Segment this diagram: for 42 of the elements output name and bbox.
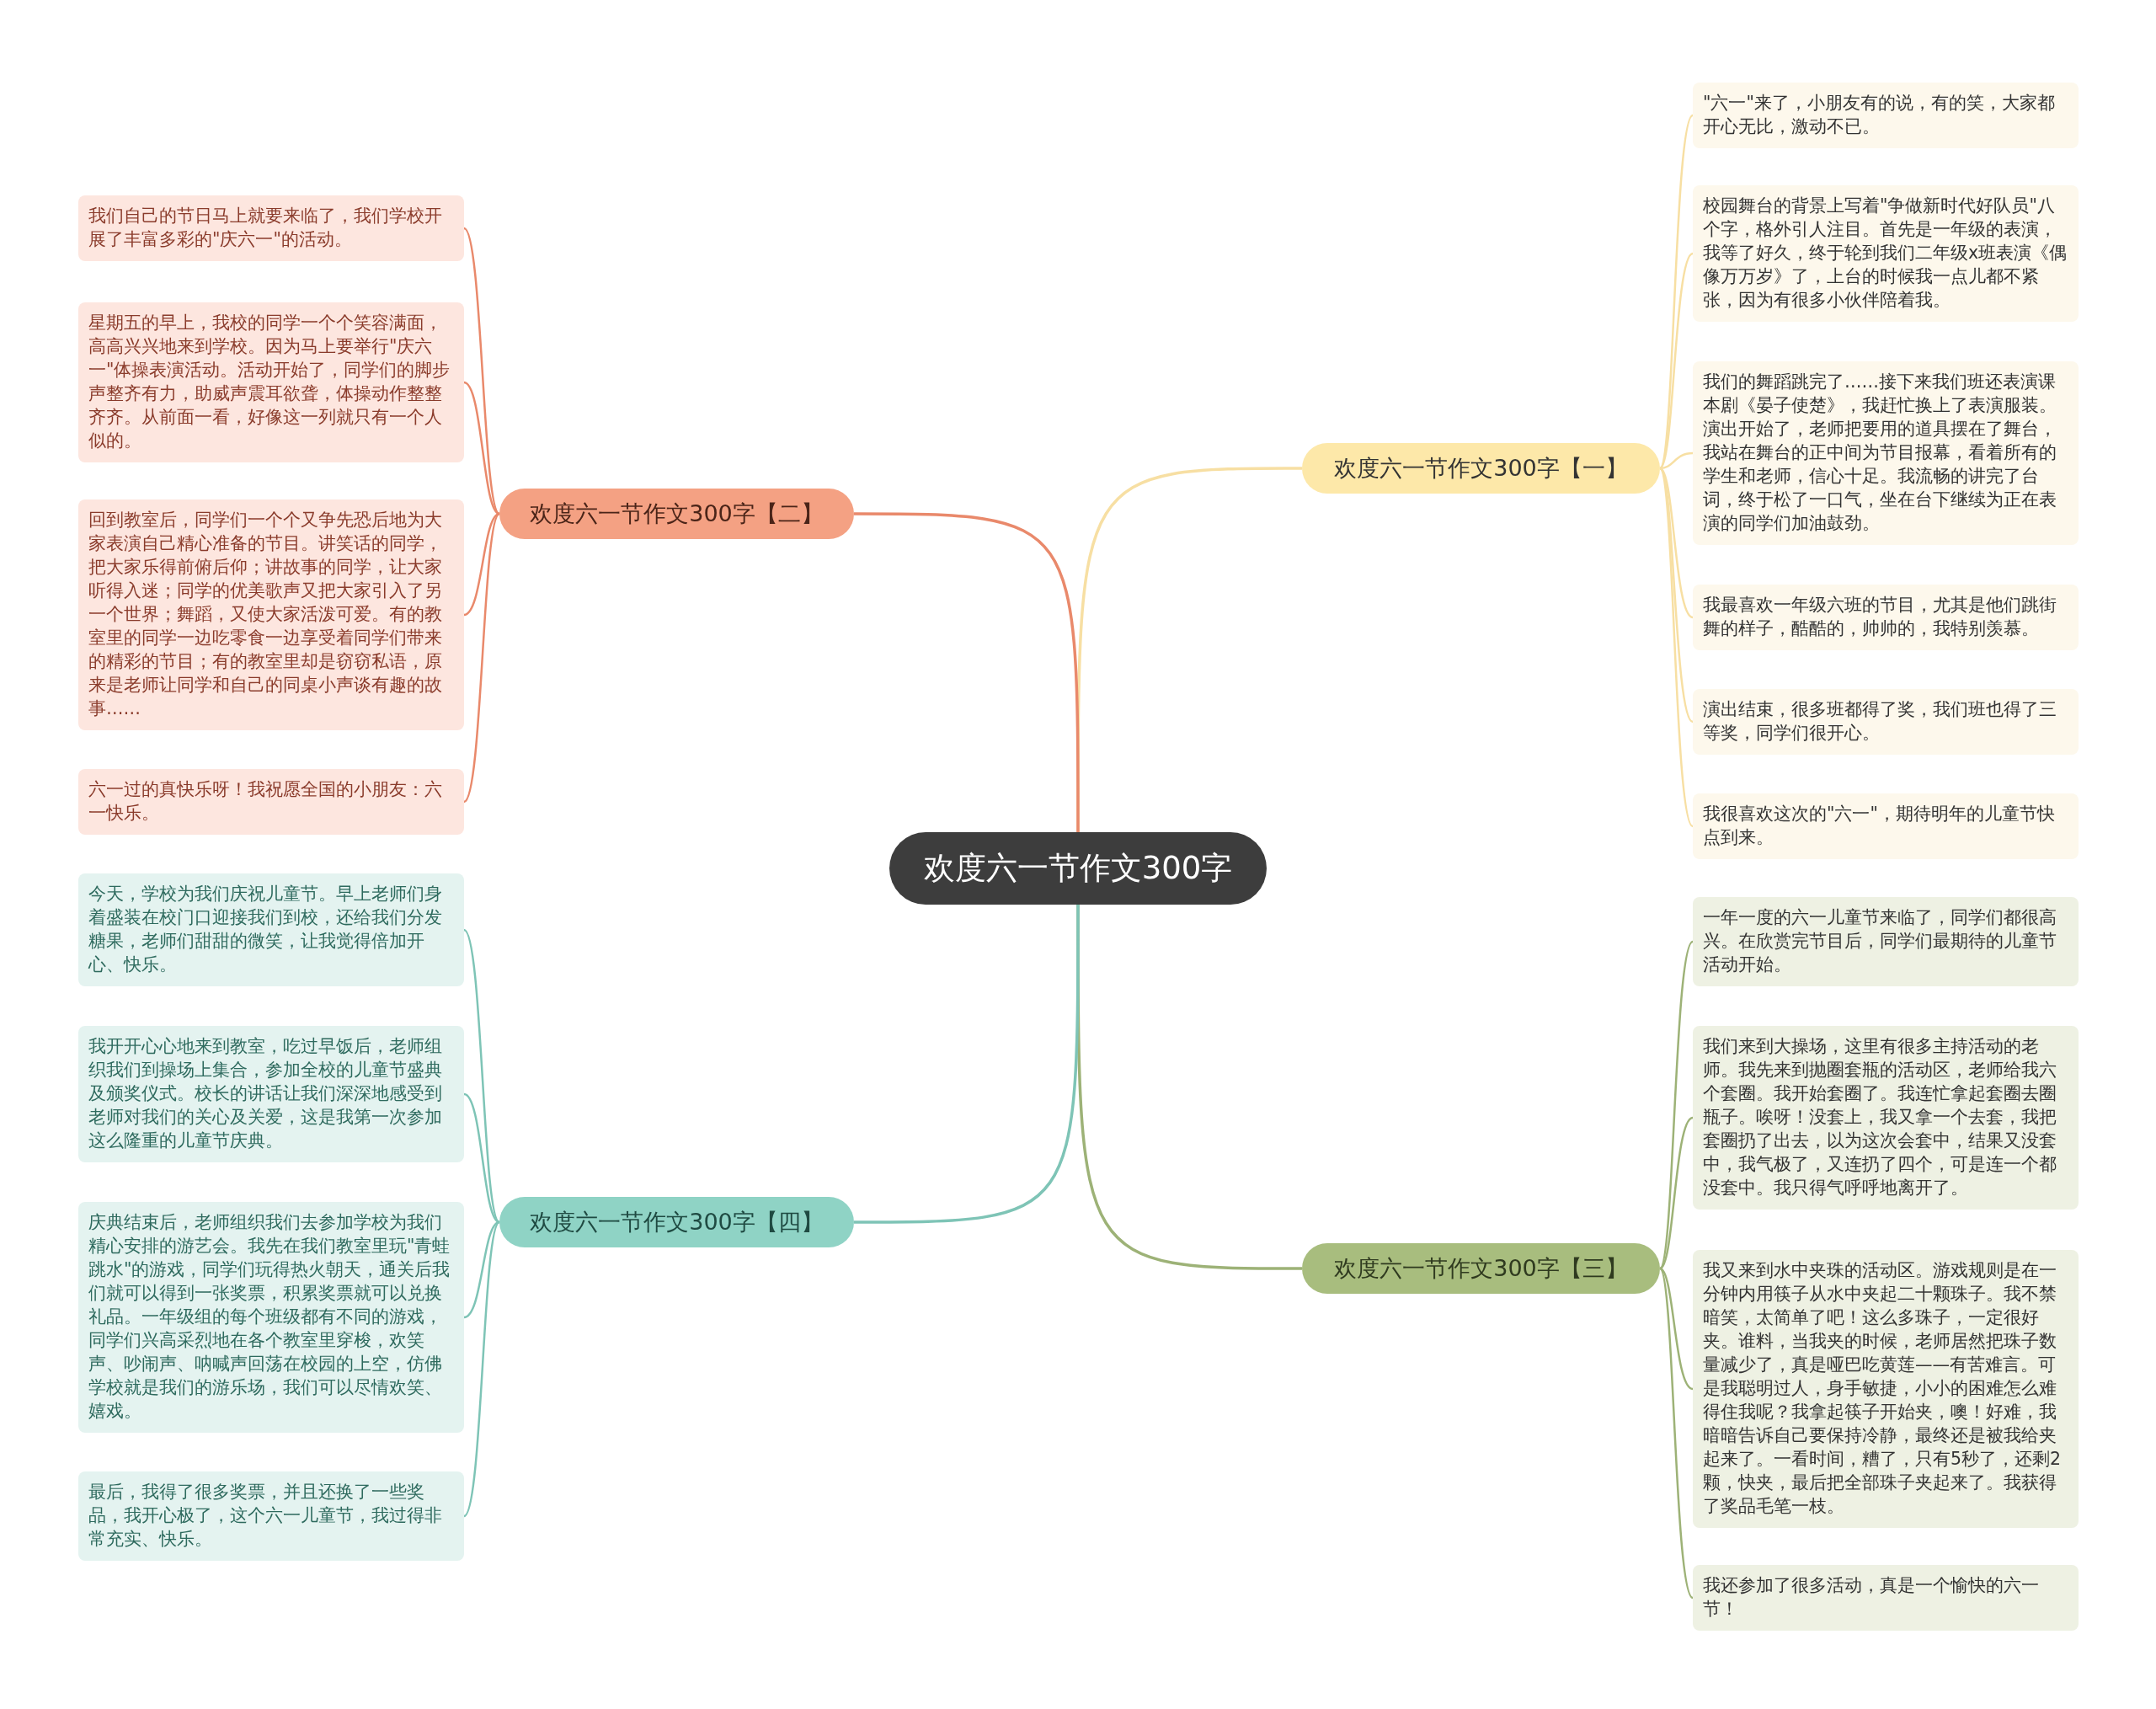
note-card: 星期五的早上，我校的同学一个个笑容满面，高高兴兴地来到学校。因为马上要举行"庆六一"体操表演活动。活动开始了，同学们的脚步声整齐有力，助威声震耳欲聋，体操动作整整齐齐。从前面一看，好像这一列就只有一个人似的。 <box>78 302 464 462</box>
branch-topic: 欢度六一节作文300字【三】 <box>1302 1243 1660 1294</box>
note-card: 一年一度的六一儿童节来临了，同学们都很高兴。在欣赏完节目后，同学们最期待的儿童节活动开始。 <box>1693 897 2079 986</box>
note-card: 我开开心心地来到教室，吃过早饭后，老师组织我们到操场上集合，参加全校的儿童节盛典及颁奖仪式。校长的讲话让我们深深地感受到老师对我们的关心及关爱，这是我第一次参加这么隆重的儿童节庆典。 <box>78 1026 464 1162</box>
note-card: 校园舞台的背景上写着"争做新时代好队员"八个字，格外引人注目。首先是一年级的表演，我等了好久，终于轮到我们二年级x班表演《偶像万万岁》了，上台的时候我一点儿都不紧张，因为有很多小伙伴陪着我。 <box>1693 185 2079 322</box>
note-card: 最后，我得了很多奖票，并且还换了一些奖品，我开心极了，这个六一儿童节，我过得非常充实、快乐。 <box>78 1471 464 1561</box>
note-card: 我很喜欢这次的"六一"，期待明年的儿童节快点到来。 <box>1693 793 2079 859</box>
connector-line <box>1658 1268 1694 1599</box>
connector-line <box>854 512 1080 832</box>
connector-line <box>1659 451 1694 470</box>
central-topic: 欢度六一节作文300字 <box>889 832 1267 905</box>
branch-topic: 欢度六一节作文300字【四】 <box>499 1197 854 1247</box>
connector-line <box>1659 1268 1694 1391</box>
connector-line <box>463 381 500 515</box>
note-card: 我最喜欢一年级六班的节目，尤其是他们跳街舞的样子，酷酷的，帅帅的，我特别羡慕。 <box>1693 585 2079 650</box>
connector-line <box>463 1220 500 1319</box>
connector-line <box>1658 467 1694 723</box>
note-card: 今天，学校为我们庆祝儿童节。早上老师们身着盛装在校门口迎接我们到校，还给我们分发糖果，老师们甜甜的微笑，让我觉得倍加开心、快乐。 <box>78 873 464 986</box>
connector-line <box>854 905 1080 1224</box>
note-card: 六一过的真快乐呀！我祝愿全国的小朋友：六一快乐。 <box>78 769 464 835</box>
note-card: 庆典结束后，老师组织我们去参加学校为我们精心安排的游艺会。我先在我们教室里玩"青蛙跳水"的游戏，同学们玩得热火朝天，通关后我们就可以得到一张奖票，积累奖票就可以兑换礼品。一年级组的每个班级都有不同的游戏，同学们兴高采烈地在各个教室里穿梭，欢笑声、吵闹声、呐喊声回荡在校园的上空，仿佛学校就是我们的游乐场，我们可以尽情欢笑、嬉戏。 <box>78 1202 464 1433</box>
branch-topic: 欢度六一节作文300字【二】 <box>499 489 854 539</box>
note-card: 我们自己的节日马上就要来临了，我们学校开展了丰富多彩的"庆六一"的活动。 <box>78 195 464 261</box>
connector-line <box>1658 467 1694 827</box>
connector-line <box>463 513 501 803</box>
note-card: 我还参加了很多活动，真是一个愉快的六一节！ <box>1693 1565 2079 1631</box>
note-card: "六一"来了，小朋友有的说，有的笑，大家都开心无比，激动不已。 <box>1693 83 2079 148</box>
connector-line <box>463 1221 501 1517</box>
note-card: 我又来到水中夹珠的活动区。游戏规则是在一分钟内用筷子从水中夹起二十颗珠子。我不禁暗笑，太简单了吧！这么多珠子，一定很好夹。谁料，当我夹的时候，老师居然把珠子数量减少了，真是哑巴吃黄莲——有苦难言。可是我聪明过人，身手敏捷，小小的困难怎么难得住我呢？我拿起筷子开始夹，噢！好难，我暗暗告诉自己要保持冷静，最终还是被我给夹起来了。一看时间，糟了，只有5秒了，还剩2颗，快夹，最后把全部珠子夹起来了。我获得了奖品毛笔一枝。 <box>1693 1250 2079 1528</box>
branch-topic: 欢度六一节作文300字【一】 <box>1302 443 1660 494</box>
connector-line <box>463 1092 500 1224</box>
connector-line <box>1658 941 1694 1269</box>
connector-line <box>463 929 501 1223</box>
connector-line <box>463 512 500 617</box>
connector-line <box>463 227 501 515</box>
connector-line <box>1658 115 1694 469</box>
connector-line <box>1659 253 1694 469</box>
note-card: 我们的舞蹈跳完了……接下来我们班还表演课本剧《晏子使楚》，我赶忙换上了表演服装。演出开始了，老师把要用的道具摆在了舞台，我站在舞台的正中间为节目报幕，看着所有的学生和老师，信心十足。我流畅的讲完了台词，终于松了一口气，坐在台下继续为正在表演的同学们加油鼓劲。 <box>1693 361 2079 545</box>
note-card: 演出结束，很多班都得了奖，我们班也得了三等奖，同学们很开心。 <box>1693 689 2079 755</box>
note-card: 回到教室后，同学们一个个又争先恐后地为大家表演自己精心准备的节目。讲笑话的同学，把大家乐得前俯后仰；讲故事的同学，让大家听得入迷；同学的优美歌声又把大家引入了另一个世界；舞蹈，又使大家活泼可爱。有的教室里的同学一边吃零食一边享受着同学们带来的精彩的节目；有的教室里却是窃窃私语，原来是老师让同学和自己的同桌小声谈有趣的故事…… <box>78 499 464 730</box>
connector-line <box>1659 1116 1694 1269</box>
note-card: 我们来到大操场，这里有很多主持活动的老师。我先来到抛圈套瓶的活动区，老师给我六个套圈。我开始套圈了。我连忙拿起套圈去圈瓶子。唉呀！没套上，我又拿一个去套，我把套圈扔了出去，以为这次会套中，结果又没套中，我气极了，又连扔了四个，可是连一个都没套中。我只得气呼呼地离开了。 <box>1693 1026 2079 1210</box>
